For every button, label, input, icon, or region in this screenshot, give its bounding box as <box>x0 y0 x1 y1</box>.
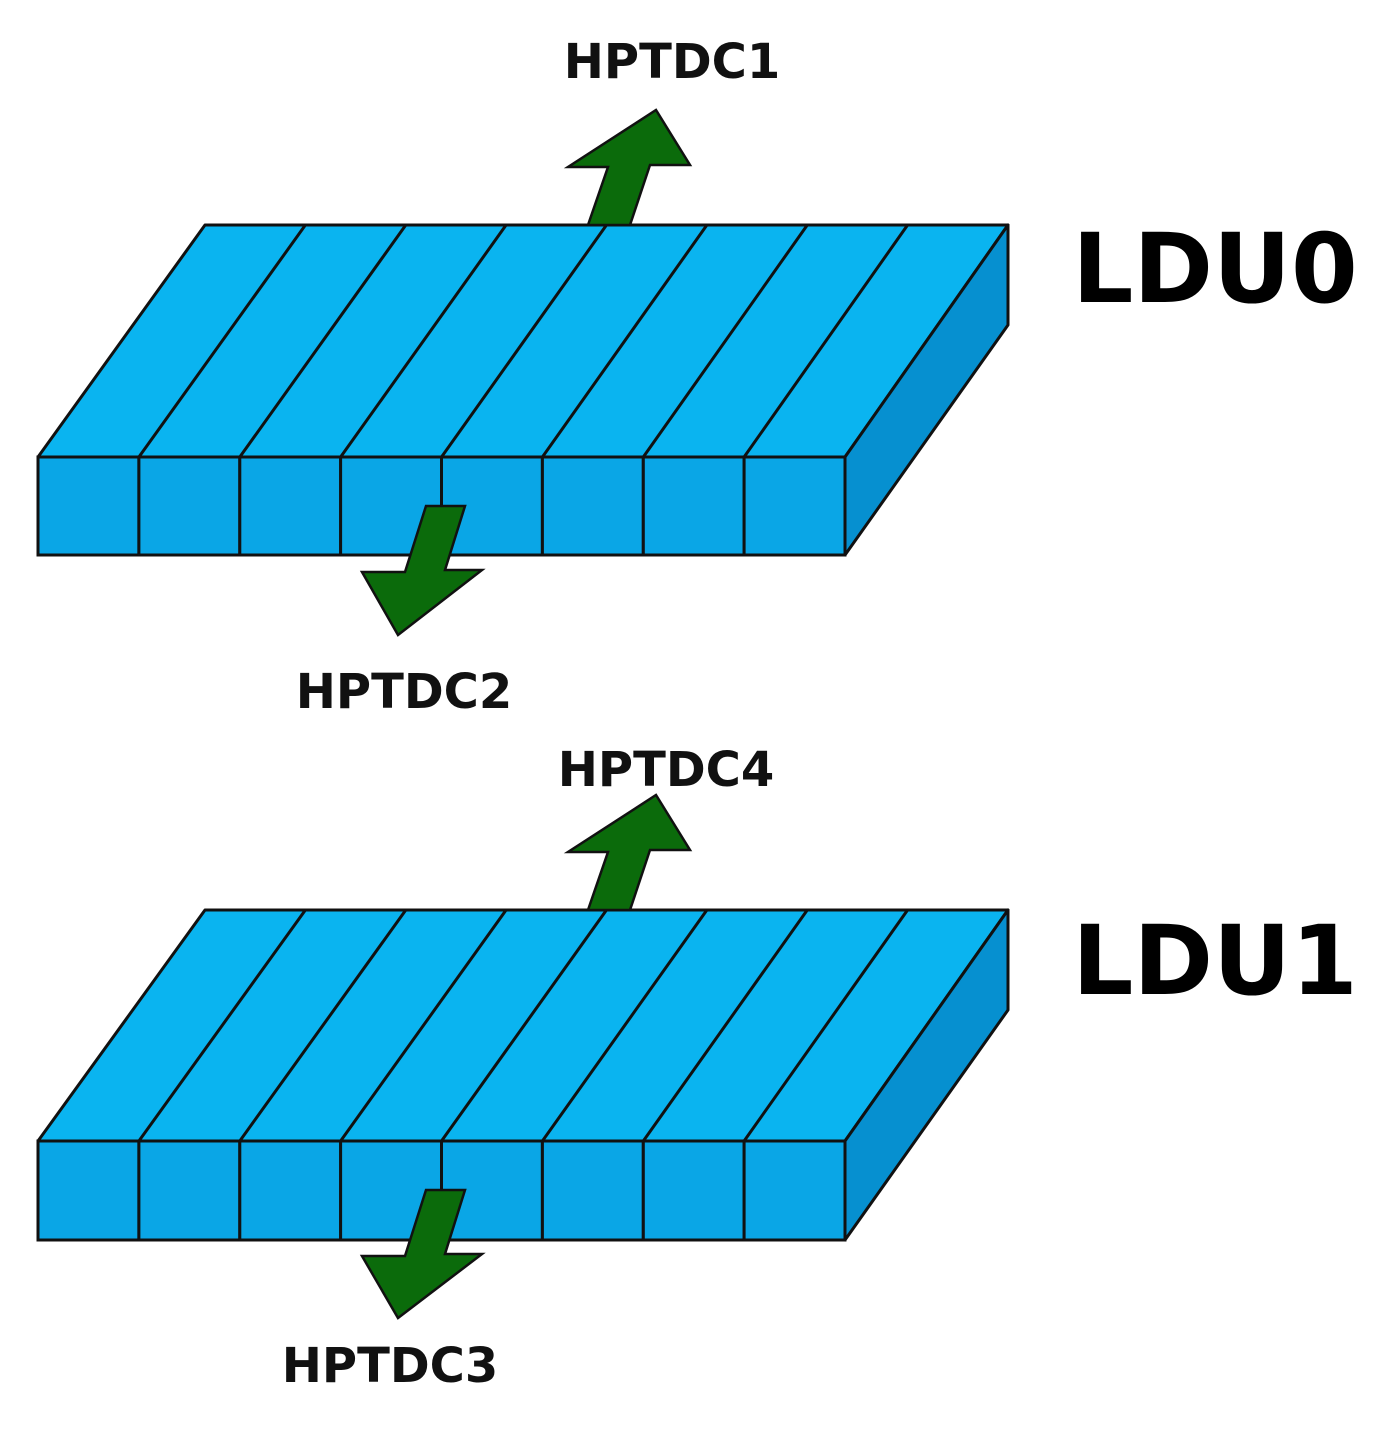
ldu1-strip-front <box>641 1139 746 1242</box>
ldu1-strip-divider <box>642 909 809 1142</box>
ldu0-up-arrow <box>563 108 693 227</box>
ldu1-title: LDU1 <box>1072 905 1358 1017</box>
ldu1-strip-divider <box>238 909 408 1142</box>
ldu1-strip-front <box>238 1139 343 1242</box>
ldu1-strip-divider <box>339 909 508 1142</box>
ldu1-strip-front <box>36 1139 141 1242</box>
ldu0-down-label: HPTDC2 <box>296 664 513 720</box>
ldu-unit-1: HPTDC4 HPTDC3 LDU1 <box>36 742 1358 1394</box>
ldu-unit-0: HPTDC1 HPTDC2 LDU0 <box>36 34 1358 720</box>
ldu0-strip-dividers <box>137 224 909 458</box>
ldu1-down-label: HPTDC3 <box>282 1338 499 1394</box>
ldu0-strip-divider <box>137 224 307 458</box>
ldu0-strip-front <box>238 455 343 557</box>
ldu1-strip-divider <box>742 909 909 1142</box>
ldu0-strip-front <box>641 455 746 557</box>
ldu0-title: LDU0 <box>1072 213 1358 325</box>
ldu0-strip-divider <box>541 224 709 458</box>
ldu0-strip-divider <box>339 224 508 458</box>
ldu1-strip-divider <box>541 909 709 1142</box>
ldu0-strip-divider <box>440 224 608 458</box>
ldu1-strip-front <box>540 1139 645 1242</box>
ldu0-strip-front <box>540 455 645 557</box>
ldu1-up-arrow <box>563 793 693 912</box>
ldu1-strip-divider <box>440 909 608 1142</box>
ldu1-strip-front <box>137 1139 242 1242</box>
ldu0-strip-front <box>742 455 847 557</box>
ldu0-strip-front <box>137 455 242 557</box>
ldu1-strip-fronts <box>36 1139 847 1242</box>
ldu0-strip-front <box>36 455 141 557</box>
ldu1-up-label: HPTDC4 <box>558 742 775 798</box>
ldu0-up-label: HPTDC1 <box>564 34 781 90</box>
ldu0-strip-divider <box>742 224 909 458</box>
ldu1-strip-front <box>742 1139 847 1242</box>
ldu1-down-arrow <box>359 1188 486 1320</box>
ldu0-down-arrow <box>359 504 486 637</box>
ldu0-strip-divider <box>642 224 809 458</box>
ldu1-strip-divider <box>137 909 307 1142</box>
ldu0-strip-fronts <box>36 455 847 557</box>
ldu1-strip-dividers <box>137 909 909 1142</box>
ldu0-strip-divider <box>238 224 408 458</box>
